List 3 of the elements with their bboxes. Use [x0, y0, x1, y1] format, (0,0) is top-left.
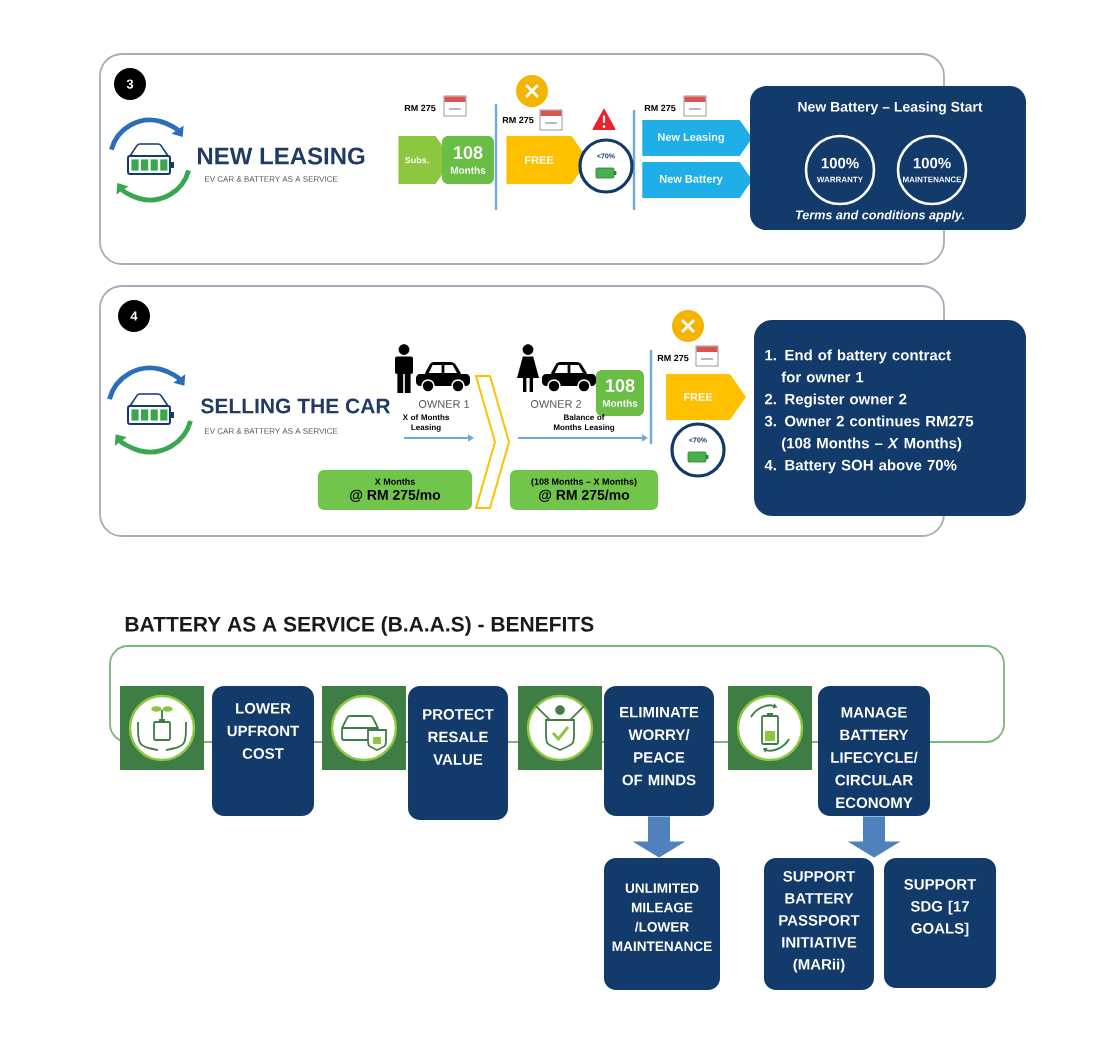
panel-heading: NEW LEASING — [198, 147, 365, 165]
panel-heading: SELLING THE CAR — [201, 398, 391, 414]
section-title: BATTERY AS A SERVICE (B.A.A.S) - BENEFITS — [125, 616, 594, 636]
